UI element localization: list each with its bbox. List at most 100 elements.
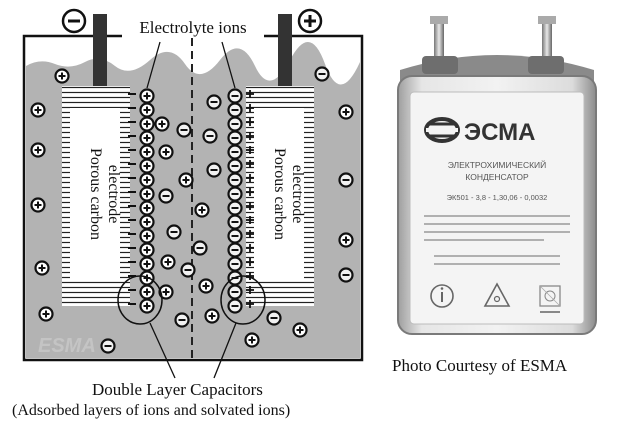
adsorbed-anion	[227, 158, 243, 174]
photo-pin-right	[542, 16, 552, 68]
photo-subtitle-line2: КОНДЕНСАТОР	[465, 172, 529, 182]
positive-surface-charge	[246, 258, 254, 266]
adsorbed-cation	[139, 158, 155, 174]
leader-electrolyte-left	[146, 41, 161, 89]
adsorbed-anion	[227, 130, 243, 146]
supercapacitor-diagram: Porous carbon electrode Porous carbon el…	[22, 8, 364, 379]
free-cation	[244, 332, 260, 348]
positive-surface-charge	[246, 90, 254, 98]
photo-subtitle-line1: ЭЛЕКТРОХИМИЧЕСКИЙ	[448, 159, 547, 170]
adsorbed-anion	[227, 144, 243, 160]
photo-fine-print	[424, 215, 570, 265]
positive-surface-charge	[246, 160, 254, 168]
leader-double-layer-left	[149, 322, 176, 379]
right-electrode-label-line2: electrode	[289, 165, 306, 224]
free-anion	[202, 128, 218, 144]
free-anion	[338, 267, 354, 283]
free-cation	[178, 172, 194, 188]
free-cation	[338, 232, 354, 248]
adsorbed-cation	[139, 214, 155, 230]
adsorbed-cation	[139, 116, 155, 132]
adsorbed-cation	[139, 270, 155, 286]
adsorbed-cation	[139, 256, 155, 272]
free-cation	[158, 284, 174, 300]
free-cation	[30, 142, 46, 158]
left-double-layer-highlight	[117, 275, 163, 325]
minus-circle-icon	[61, 8, 87, 34]
adsorbed-cation	[139, 130, 155, 146]
positive-surface-charge	[246, 216, 254, 224]
adsorbed-anion	[227, 102, 243, 118]
free-anion	[174, 312, 190, 328]
positive-surface-charge	[246, 146, 254, 154]
electrolyte-ions	[30, 66, 354, 354]
adsorbed-cation	[139, 228, 155, 244]
positive-surface-charge	[246, 132, 254, 140]
leader-electrolyte-right	[221, 41, 236, 89]
free-anion	[314, 66, 330, 82]
free-cation	[338, 104, 354, 120]
adsorbed-anion	[227, 284, 243, 300]
esma-watermark: ESMA	[38, 335, 96, 357]
adsorbed-cation	[139, 186, 155, 202]
free-cation	[54, 68, 70, 84]
free-cation	[154, 116, 170, 132]
electrolyte-ions-label: Electrolyte ions	[139, 18, 246, 37]
free-anion	[338, 172, 354, 188]
adsorbed-cation	[139, 298, 155, 314]
free-cation	[194, 202, 210, 218]
free-anion	[100, 338, 116, 354]
positive-terminal	[278, 14, 292, 86]
adsorbed-anion	[227, 88, 243, 104]
free-anion	[266, 310, 282, 326]
adsorbed-cation	[139, 102, 155, 118]
free-cation	[38, 306, 54, 322]
free-cation	[292, 322, 308, 338]
left-electrode-label-line1: Porous carbon	[87, 148, 104, 240]
free-cation	[30, 197, 46, 213]
free-cation	[198, 278, 214, 294]
plus-circle-icon	[297, 8, 323, 34]
adsorbed-cation	[139, 88, 155, 104]
right-electrode-surface-charges	[246, 90, 254, 308]
free-anion	[176, 122, 192, 138]
adsorbed-cation	[139, 200, 155, 216]
free-anion	[192, 240, 208, 256]
negative-terminal	[93, 14, 107, 86]
adsorbed-anion	[227, 172, 243, 188]
adsorbed-cation	[139, 144, 155, 160]
photo-pin-left	[434, 16, 444, 68]
free-anion	[206, 162, 222, 178]
positive-surface-charge	[246, 300, 254, 308]
adsorbed-anion	[227, 242, 243, 258]
positive-surface-charge	[246, 286, 254, 294]
positive-surface-charge	[246, 230, 254, 238]
adsorbed-anion	[227, 186, 243, 202]
photo-brand-text: ЭСМА	[464, 119, 535, 146]
free-cation	[34, 260, 50, 276]
photo-info-icon	[430, 284, 454, 308]
adsorbed-anion	[227, 200, 243, 216]
leader-double-layer-right	[213, 322, 237, 379]
adsorbed-anion	[227, 298, 243, 314]
photo-caption: Photo Courtesy of ESMA	[392, 356, 568, 375]
double-layer-capacitors-label: Double Layer Capacitors	[92, 380, 263, 399]
photo-recycle-icon	[539, 285, 561, 307]
free-anion	[180, 262, 196, 278]
free-cation	[158, 144, 174, 160]
esma-logo-icon	[424, 117, 460, 143]
positive-surface-charge	[246, 244, 254, 252]
positive-surface-charge	[246, 104, 254, 112]
free-cation	[30, 102, 46, 118]
positive-surface-charge	[246, 202, 254, 210]
free-cation	[204, 308, 220, 324]
adsorbed-cation	[139, 242, 155, 258]
free-cation	[160, 254, 176, 270]
positive-surface-charge	[246, 174, 254, 182]
right-double-layer-highlight	[220, 275, 266, 325]
adsorbed-anion	[227, 214, 243, 230]
supercapacitor-photo: ЭСМА ЭЛЕКТРОХИМИЧЕСКИЙ КОНДЕНСАТОР ЭК501…	[397, 16, 597, 335]
adsorbed-anion	[227, 256, 243, 272]
photo-warning-icon	[483, 282, 511, 307]
adsorbed-anion	[227, 228, 243, 244]
